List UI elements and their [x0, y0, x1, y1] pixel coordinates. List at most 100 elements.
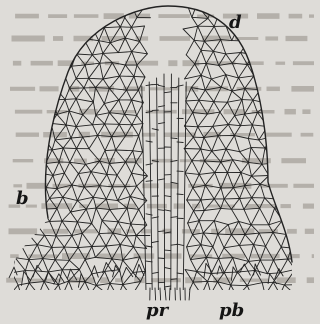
cell-wall [282, 221, 292, 224]
cell-wall [75, 282, 85, 298]
cell-wall [22, 116, 31, 126]
cell-wall [313, 114, 320, 124]
cell-wall [262, 40, 267, 52]
cell-wall [64, 236, 72, 248]
cell-wall [18, 285, 22, 298]
cell-wall [83, 18, 92, 28]
cross-wall [177, 85, 183, 86]
cell-wall [89, 63, 100, 78]
cell-wall [92, 208, 96, 223]
cell-wall [92, 247, 96, 258]
cell-wall [274, 188, 280, 199]
cell-wall [103, 53, 118, 54]
cell-wall [77, 222, 91, 224]
cell-wall [69, 281, 85, 282]
cell-wall [91, 286, 97, 294]
cell-wall [98, 135, 105, 150]
label-pb: pb [219, 300, 244, 321]
cell-wall [259, 233, 265, 246]
cell-wall [312, 27, 320, 40]
cell-wall [201, 149, 212, 151]
cross-wall [177, 142, 183, 143]
cell-wall [308, 114, 313, 126]
cell-wall [132, 162, 136, 173]
cell-wall [316, 210, 320, 221]
cell-wall [306, 295, 320, 296]
cell-wall [131, 209, 139, 224]
cell-wall [226, 149, 233, 160]
cell-wall [77, 197, 93, 200]
cell-wall [86, 209, 92, 223]
cell-wall [72, 66, 76, 78]
cell-wall [57, 189, 63, 198]
cell-wall [35, 115, 46, 127]
edge-fibre [160, 288, 161, 300]
cell-wall [12, 140, 17, 149]
cell-wall [244, 209, 251, 225]
edge-fibre [244, 264, 250, 275]
elongated-cell-wall [164, 74, 165, 292]
cell-wall [253, 3, 266, 6]
cell-wall [17, 139, 31, 140]
cell-wall [239, 245, 253, 246]
cell-wall [29, 282, 44, 283]
cell-wall [56, 236, 64, 247]
cell-wall [62, 260, 69, 270]
cell-wall [39, 64, 42, 77]
cell-wall [99, 234, 106, 246]
cell-wall [191, 260, 197, 272]
cell-wall [313, 114, 320, 115]
cell-wall [231, 199, 239, 210]
cross-wall [146, 164, 152, 165]
label-d: d [229, 12, 242, 33]
cell-wall [92, 234, 99, 247]
cell-wall [259, 140, 265, 148]
cell-wall [313, 101, 318, 114]
cell-wall [275, 41, 281, 55]
cell-wall [226, 75, 239, 78]
cell-wall [72, 174, 79, 185]
cell-wall [309, 29, 312, 40]
cell-wall [64, 247, 78, 248]
cell-wall [99, 186, 106, 200]
cell-wall [12, 99, 25, 101]
cell-wall [201, 199, 214, 200]
cell-wall [306, 282, 312, 295]
cell-wall [120, 76, 127, 90]
cell-wall [63, 41, 72, 52]
cell-wall [192, 5, 197, 17]
cell-wall [65, 88, 70, 99]
cell-wall [103, 43, 110, 54]
cell-wall [224, 199, 231, 209]
edge-fibre [113, 266, 116, 277]
cell-wall [248, 41, 252, 54]
cell-wall [280, 17, 286, 30]
cell-wall [118, 222, 131, 224]
cell-wall [260, 208, 269, 225]
cell-wall [17, 163, 24, 173]
cell-wall [312, 282, 320, 296]
cell-wall [211, 258, 218, 273]
cell-wall [199, 90, 205, 100]
cell-wall [241, 173, 252, 177]
cell-wall [186, 40, 194, 55]
cross-wall [177, 244, 183, 245]
cell-wall [301, 188, 306, 196]
cell-wall [224, 235, 231, 248]
cell-wall [294, 188, 302, 199]
cell-wall [224, 245, 239, 247]
cell-wall [305, 76, 319, 77]
cell-wall [247, 286, 252, 298]
cell-wall [12, 99, 19, 112]
cell-wall [12, 236, 16, 246]
cell-wall [254, 76, 264, 80]
cell-wall [201, 233, 203, 245]
cell-wall [281, 77, 289, 90]
cell-wall [104, 2, 117, 4]
cell-wall [213, 234, 218, 247]
cell-wall [79, 260, 85, 270]
cell-wall [188, 211, 194, 223]
cell-wall [309, 272, 319, 274]
cell-wall [244, 208, 260, 209]
cell-wall [31, 115, 46, 116]
